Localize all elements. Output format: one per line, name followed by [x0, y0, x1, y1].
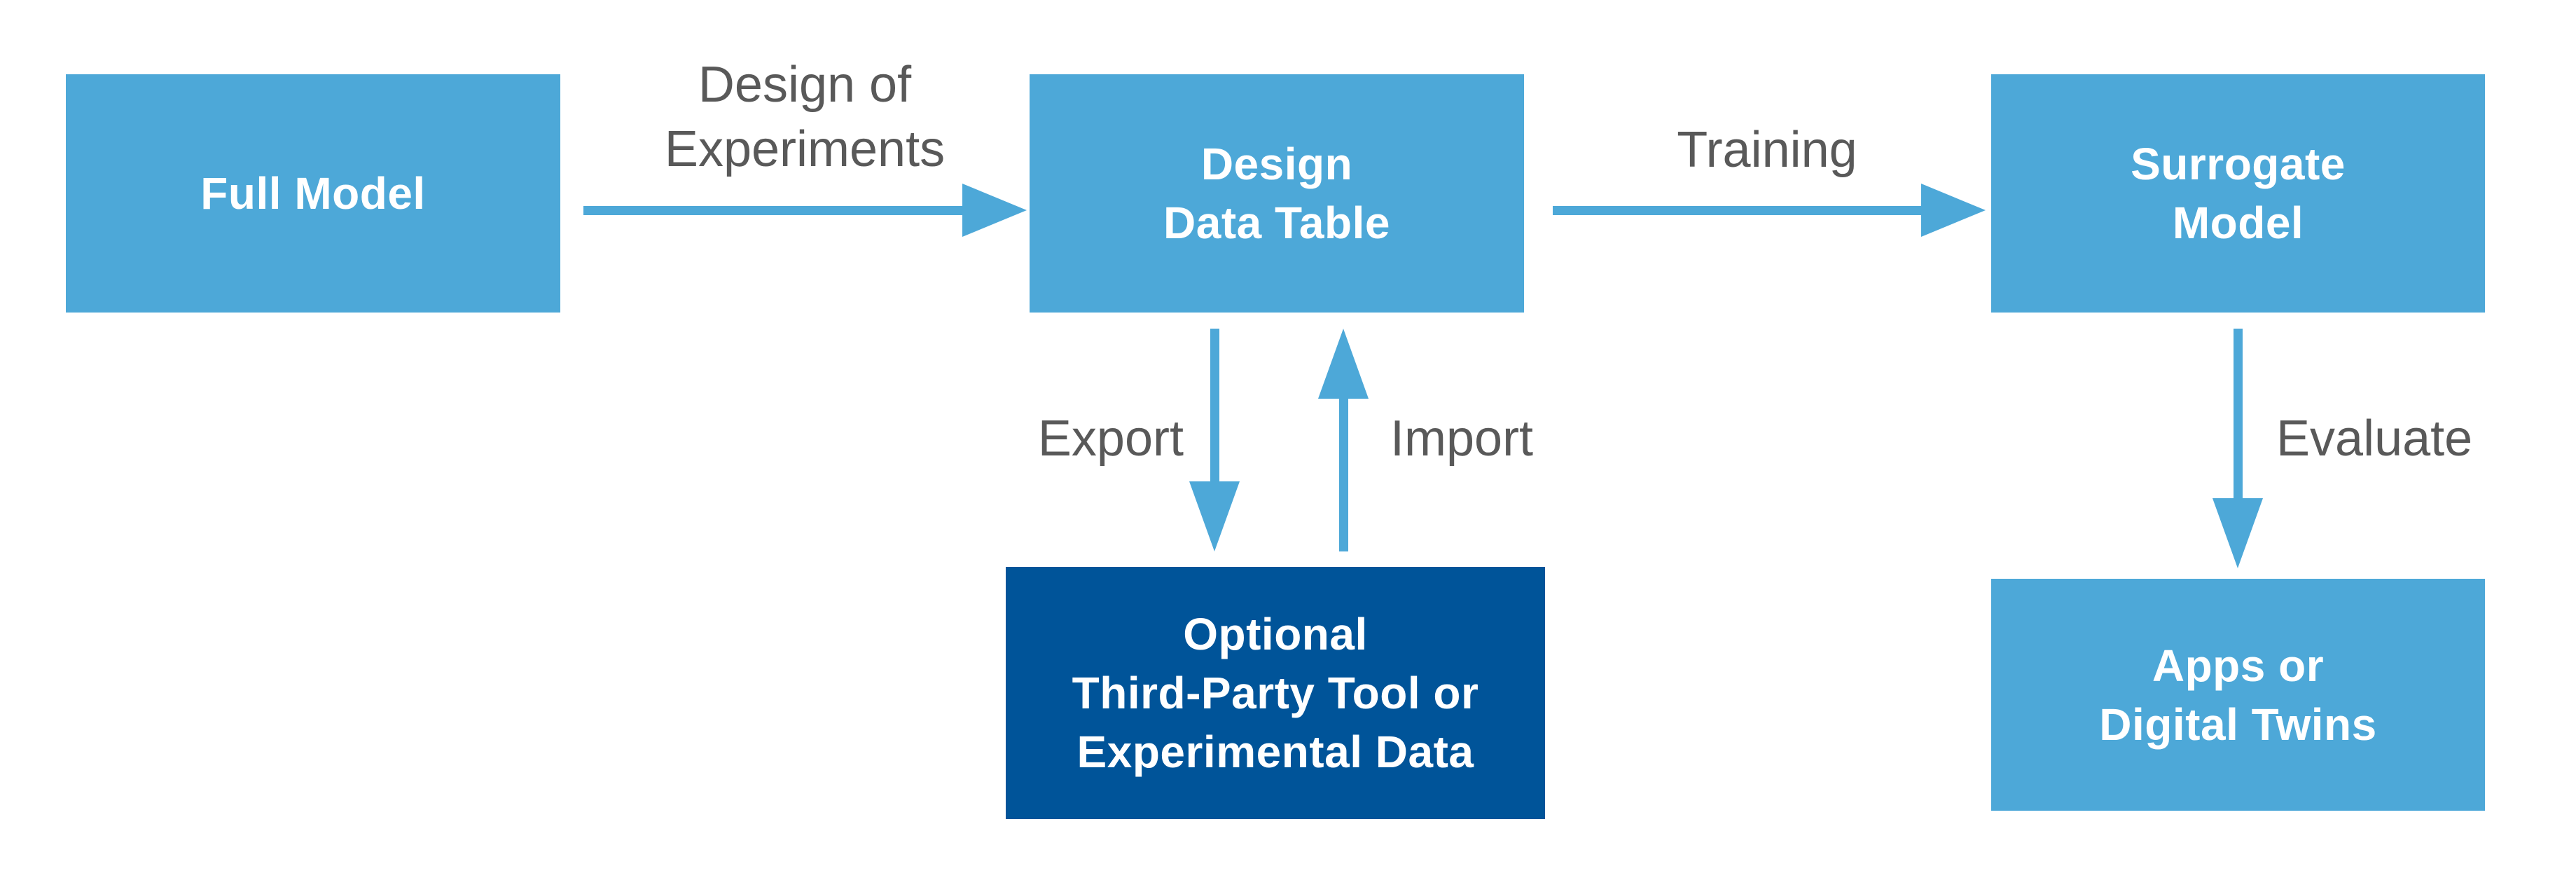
label-evaluate: Evaluate [2276, 411, 2473, 467]
arrow-export-down-icon [1189, 329, 1240, 551]
arrow-training-right-icon [1553, 184, 1986, 237]
node-apps-digital-twins-label: Apps or Digital Twins [2099, 640, 2377, 750]
arrow-shaft [2233, 329, 2243, 498]
node-apps-digital-twins: Apps or Digital Twins [1991, 579, 2485, 811]
label-training: Training [1677, 122, 1857, 178]
arrow-shaft [583, 205, 962, 215]
label-export: Export [1037, 411, 1184, 467]
arrow-head-right-icon [1921, 184, 1986, 237]
arrow-head-up-icon [1318, 329, 1369, 399]
node-full-model: Full Model [66, 74, 560, 313]
node-design-data-table-label: Design Data Table [1163, 139, 1390, 248]
node-full-model-label: Full Model [200, 168, 426, 219]
arrow-import-up-icon [1318, 329, 1369, 551]
arrow-head-right-icon [962, 184, 1027, 237]
arrow-shaft [1338, 399, 1348, 551]
arrow-evaluate-down-icon [2213, 329, 2263, 568]
arrow-shaft [1553, 205, 1921, 215]
node-surrogate-model-label: Surrogate Model [2131, 139, 2346, 248]
node-third-party-tool: Optional Third-Party Tool or Experimenta… [1006, 567, 1545, 819]
node-design-data-table: Design Data Table [1030, 74, 1524, 313]
arrow-doe-right-icon [583, 184, 1027, 237]
node-third-party-tool-label: Optional Third-Party Tool or Experimenta… [1072, 609, 1479, 777]
arrow-head-down-icon [1189, 481, 1240, 551]
node-surrogate-model: Surrogate Model [1991, 74, 2485, 313]
arrow-shaft [1210, 329, 1219, 481]
label-import: Import [1390, 411, 1534, 467]
arrow-head-down-icon [2213, 498, 2263, 568]
label-design-of-experiments: Design of Experiments [664, 57, 946, 177]
